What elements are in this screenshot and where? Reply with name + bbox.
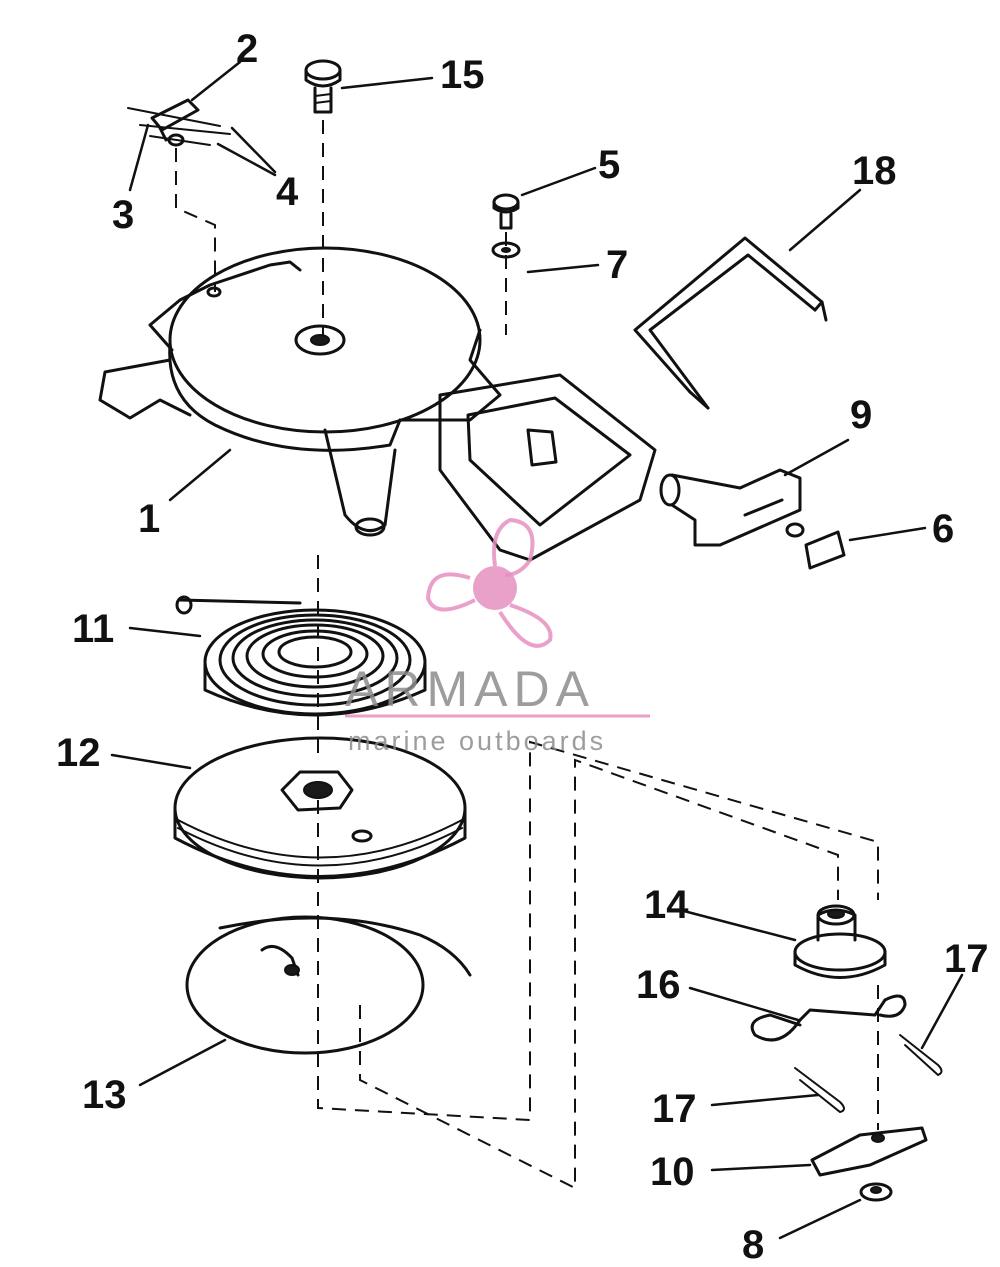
callout-7: 7 [606, 243, 628, 287]
callout-12: 12 [56, 731, 101, 775]
propeller-logo [425, 517, 553, 648]
leader-lines [110, 60, 964, 1240]
callout-1: 1 [138, 497, 160, 541]
callout-15: 15 [440, 53, 485, 97]
pin-clip-assembly [127, 98, 231, 147]
callout-11: 11 [72, 607, 114, 651]
rope-pulley [173, 736, 467, 880]
small-screw [492, 193, 520, 230]
callout-17-right: 17 [944, 937, 989, 981]
rewind-spring [175, 595, 427, 717]
assembly-lines [175, 120, 879, 1190]
armada-watermark: ARMADA marine outboards [345, 517, 650, 756]
callout-17-left: 17 [652, 1087, 697, 1131]
pawl-spindle [793, 904, 887, 979]
pawl-spring [750, 994, 907, 1042]
starter-rope [185, 915, 472, 1055]
small-spring-left [794, 1067, 845, 1114]
callout-10: 10 [650, 1150, 695, 1194]
washer [491, 241, 521, 259]
watermark-tagline: marine outboards [348, 726, 606, 756]
callout-13: 13 [82, 1073, 127, 1117]
starter-housing [98, 246, 657, 562]
handle-bracket [633, 236, 828, 410]
callout-16: 16 [636, 963, 681, 1007]
pawl [810, 1126, 928, 1177]
callout-3: 3 [112, 193, 134, 237]
retaining-clip [859, 1182, 893, 1202]
callout-18: 18 [852, 149, 897, 193]
callout-2: 2 [236, 27, 258, 71]
handle-insert [804, 530, 846, 570]
starter-handle [659, 468, 805, 547]
callout-numbers: 1 2 3 4 5 6 7 8 9 10 11 12 13 14 15 16 1… [56, 27, 989, 1267]
callout-4: 4 [276, 170, 299, 214]
watermark-brand: ARMADA [345, 661, 595, 717]
center-screw [304, 59, 342, 114]
callout-9: 9 [850, 393, 872, 437]
small-spring-right [899, 1034, 943, 1077]
callout-14: 14 [644, 883, 689, 927]
callout-6: 6 [932, 507, 954, 551]
callout-8: 8 [742, 1223, 764, 1267]
callout-5: 5 [598, 143, 620, 187]
